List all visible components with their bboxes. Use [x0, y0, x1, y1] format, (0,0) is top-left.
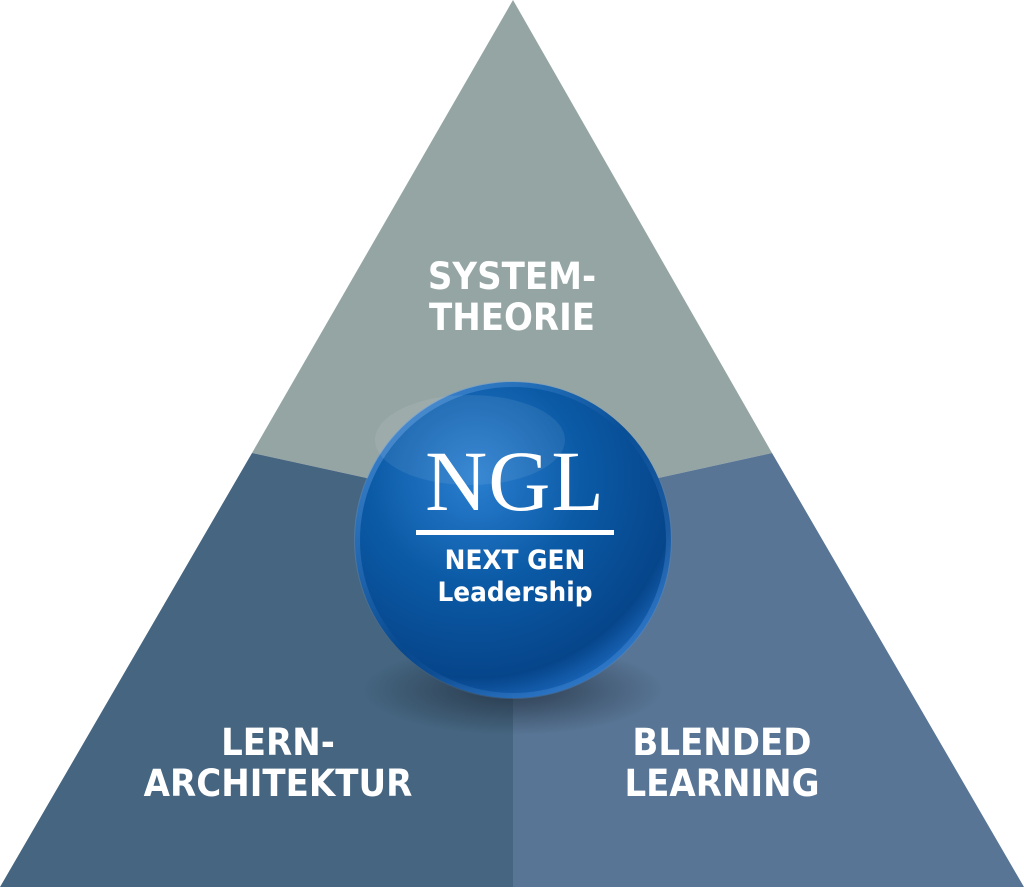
label-left-line1: LERN-	[221, 721, 335, 764]
subtitle-leadership: Leadership	[437, 577, 593, 609]
segment-top	[252, 0, 772, 510]
label-lernarchitektur: LERN- ARCHITEKTUR	[131, 722, 425, 805]
label-top-line2: THEORIE	[428, 296, 596, 340]
label-left-line2: ARCHITEKTUR	[143, 762, 413, 806]
sphere-logo-text: NGL NEXT GEN Leadership	[380, 438, 650, 610]
ngl-title: NGL	[425, 433, 605, 529]
label-top-line1: SYSTEM-	[427, 255, 597, 298]
label-right-line1: BLENDED	[632, 721, 812, 764]
label-right-line2: LEARNING	[624, 762, 820, 806]
title-divider	[416, 530, 614, 535]
label-systemtheorie: SYSTEM- THEORIE	[374, 256, 650, 339]
label-blended-learning: BLENDED LEARNING	[584, 722, 860, 805]
ngl-sphere	[355, 382, 671, 698]
subtitle-next-gen: NEXT GEN	[444, 545, 586, 576]
